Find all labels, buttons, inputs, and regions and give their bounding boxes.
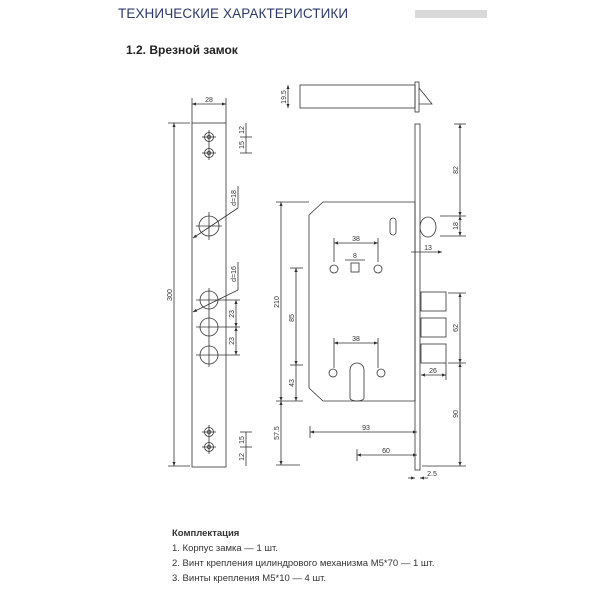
dim-bottom-offset: 57.5 <box>274 426 281 440</box>
kit-list: Комплектация 1. Корпус замка — 1 шт. 2. … <box>172 526 434 586</box>
dim-bolts-to-bottom: 90 <box>453 410 460 418</box>
dim-spindle-holes: 38 <box>352 236 360 243</box>
dim-bolt-thick: 19.5 <box>281 90 288 104</box>
dim-pitch-b: 23 <box>229 337 236 345</box>
dim-top-15: 15 <box>239 141 246 149</box>
kit-item: 2. Винт крепления цилиндрового механизма… <box>172 558 435 569</box>
dim-spindle-square: 8 <box>353 253 357 260</box>
dim-bolt-proj: 26 <box>429 368 437 375</box>
dim-pitch-a: 23 <box>229 310 236 318</box>
dim-d18: d=18 <box>231 190 238 206</box>
section-title: ТЕХНИЧЕСКИЕ ХАРАКТЕРИСТИКИ <box>118 6 349 21</box>
dim-plate-height: 300 <box>167 289 174 301</box>
dim-cyl-holes: 38 <box>352 336 360 343</box>
dim-plate-width: 28 <box>205 97 213 104</box>
dim-spindle-to-cyl: 85 <box>289 314 296 322</box>
dim-top-12: 12 <box>239 126 246 134</box>
kit-item: 3. Винты крепления M5*10 — 4 шт. <box>172 573 327 584</box>
dim-cyl-to-bottom: 43 <box>289 379 296 387</box>
dim-bolts-span: 62 <box>453 324 460 332</box>
dim-bot-12: 12 <box>239 453 246 461</box>
lock-side-view <box>276 81 466 480</box>
dim-body-height: 210 <box>274 296 281 308</box>
dim-top-to-latch: 82 <box>453 166 460 174</box>
dim-bot-15: 15 <box>239 436 246 444</box>
dim-backset-total: 93 <box>362 425 370 432</box>
page-title: 1.2. Врезной замок <box>126 43 238 57</box>
kit-item: 1. Корпус замка — 1 шт. <box>172 543 278 554</box>
dim-latch-proj: 13 <box>424 245 432 252</box>
kit-heading: Комплектация <box>172 528 240 539</box>
header-bar <box>415 10 487 18</box>
dim-plate-thick: 2.5 <box>427 471 437 478</box>
dim-backset: 60 <box>382 448 390 455</box>
dim-d16: d=16 <box>231 266 238 282</box>
screw-holes <box>202 130 216 454</box>
dim-latch-height: 18 <box>453 222 460 230</box>
faceplate-front-view <box>168 98 252 468</box>
